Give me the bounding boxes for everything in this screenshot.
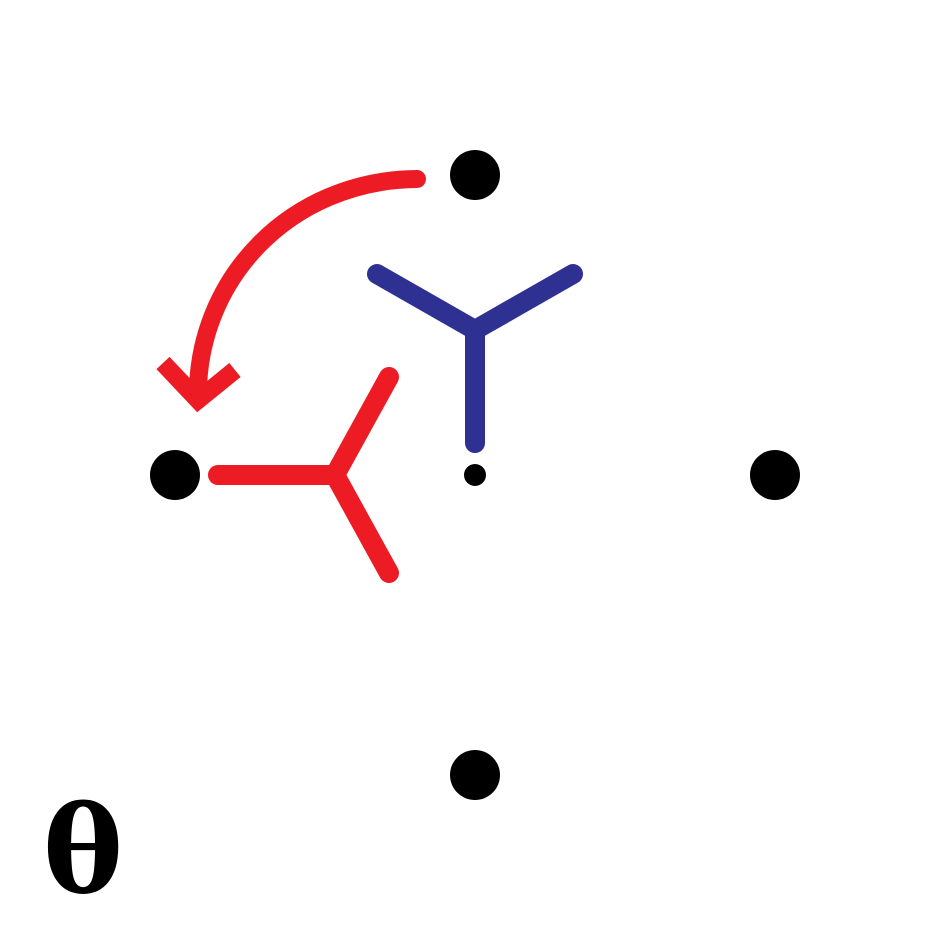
rotated-y-symbol — [208, 367, 399, 583]
theta-label: θ — [43, 780, 123, 921]
rotation-arrowhead — [156, 356, 241, 413]
original-y-symbol — [367, 264, 583, 453]
point-right — [750, 450, 800, 500]
point-top — [450, 150, 500, 200]
point-bottom — [450, 750, 500, 800]
rotation-arrow — [188, 170, 426, 409]
point-left — [150, 450, 200, 500]
center-point — [464, 464, 486, 486]
